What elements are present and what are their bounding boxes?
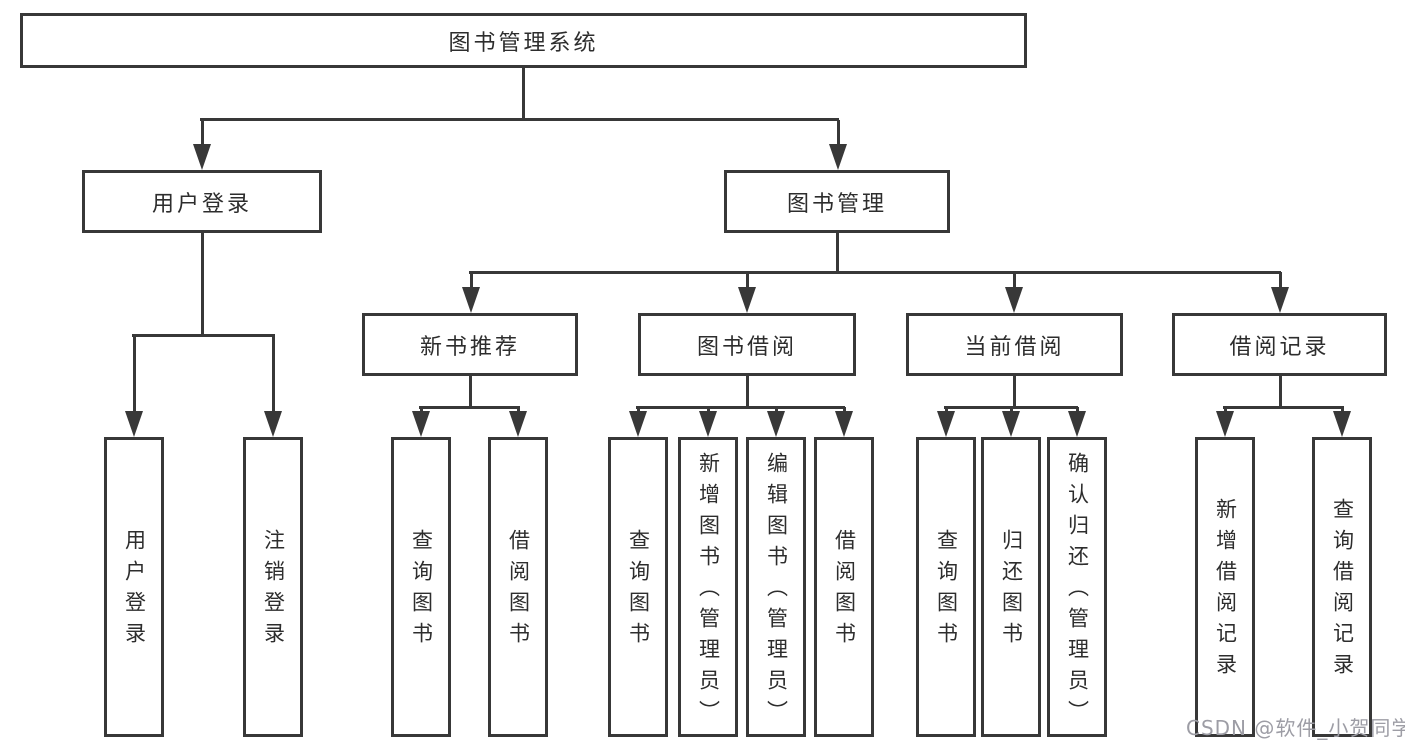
leaf-query-books: 查询图书 xyxy=(916,437,976,737)
connector-line xyxy=(469,271,1281,274)
arrow-down-icon xyxy=(1216,411,1234,437)
arrow-down-icon xyxy=(767,411,785,437)
leaf-return-books: 归还图书 xyxy=(981,437,1041,737)
connector-line xyxy=(132,335,136,412)
leaf-logout: 注销登录 xyxy=(243,437,303,737)
connector-line xyxy=(200,233,204,336)
connector-line xyxy=(1278,376,1282,408)
leaf-query-books: 查询图书 xyxy=(608,437,668,737)
connector-line xyxy=(836,120,840,148)
arrow-down-icon xyxy=(937,411,955,437)
arrow-down-icon xyxy=(1005,287,1023,313)
connector-line xyxy=(745,376,749,408)
arrow-down-icon xyxy=(509,411,527,437)
connector-line xyxy=(1223,406,1344,409)
leaf-borrow-books: 借阅图书 xyxy=(488,437,548,737)
connector-line xyxy=(1012,376,1016,408)
arrow-down-icon xyxy=(412,411,430,437)
connector-line xyxy=(745,272,749,291)
leaf-add-books-admin: 新增图书（管理员） xyxy=(678,437,738,737)
node-book-management: 图书管理 xyxy=(724,170,950,233)
connector-line xyxy=(522,68,525,120)
arrow-down-icon xyxy=(1333,411,1351,437)
leaf-user-login: 用户登录 xyxy=(104,437,164,737)
connector-line xyxy=(200,118,839,121)
arrow-down-icon xyxy=(1002,411,1020,437)
arrow-down-icon xyxy=(1271,287,1289,313)
connector-line xyxy=(636,406,845,409)
connector-line xyxy=(271,335,275,412)
arrow-down-icon xyxy=(699,411,717,437)
node-book-borrowing: 图书借阅 xyxy=(638,313,856,376)
node-borrowing-records: 借阅记录 xyxy=(1172,313,1387,376)
node-new-book-recommendation: 新书推荐 xyxy=(362,313,578,376)
leaf-query-books: 查询图书 xyxy=(391,437,451,737)
arrow-down-icon xyxy=(264,411,282,437)
arrow-down-icon xyxy=(1068,411,1086,437)
arrow-down-icon xyxy=(629,411,647,437)
arrow-down-icon xyxy=(462,287,480,313)
arrow-down-icon xyxy=(193,144,211,170)
connector-line xyxy=(200,120,204,148)
connector-line xyxy=(469,272,473,291)
node-user-login: 用户登录 xyxy=(82,170,322,233)
arrow-down-icon xyxy=(125,411,143,437)
connector-line xyxy=(468,376,472,408)
leaf-add-borrow-record: 新增借阅记录 xyxy=(1195,437,1255,737)
arrow-down-icon xyxy=(829,144,847,170)
arrow-down-icon xyxy=(738,287,756,313)
connector-line xyxy=(835,233,839,273)
node-current-borrowing: 当前借阅 xyxy=(906,313,1123,376)
connector-line xyxy=(419,406,520,409)
csdn-watermark: CSDN @软件_小贺同学 xyxy=(1186,716,1405,740)
connector-line xyxy=(132,334,275,337)
leaf-confirm-return-admin: 确认归还（管理员） xyxy=(1047,437,1107,737)
leaf-borrow-books: 借阅图书 xyxy=(814,437,874,737)
leaf-query-borrow-record: 查询借阅记录 xyxy=(1312,437,1372,737)
connector-line xyxy=(1278,272,1282,291)
leaf-edit-books-admin: 编辑图书（管理员） xyxy=(746,437,806,737)
arrow-down-icon xyxy=(835,411,853,437)
connector-line xyxy=(1012,272,1016,291)
node-library-management-system: 图书管理系统 xyxy=(20,13,1027,68)
